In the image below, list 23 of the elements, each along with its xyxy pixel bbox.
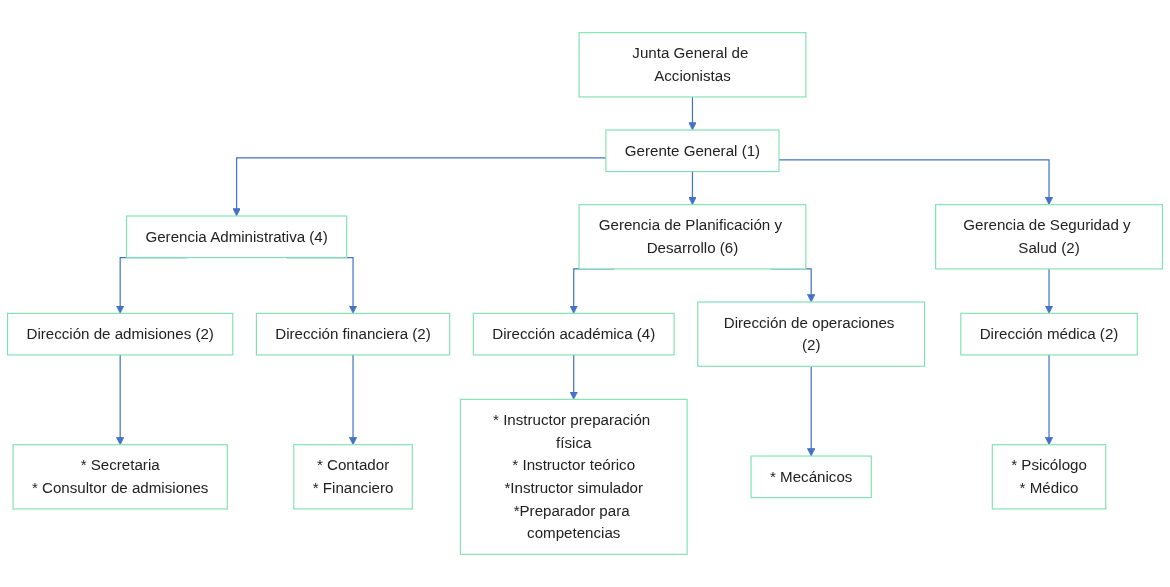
node-box: Gerente General (1) [605,129,780,173]
arrow [688,170,697,206]
node-box: * Instructor preparación física * Instructor teórico *Instructor simulador *Preparador para competencias [459,398,688,555]
node-box: * Secretaria * Consultor de admisiones [12,444,228,510]
node-box: Gerencia de Seguridad y Salud (2) [935,204,1163,270]
node-box: Dirección académica (4) [472,312,675,356]
arrow [688,96,697,131]
arrow [569,354,578,400]
node-box: Dirección de admisiones (2) [7,312,234,356]
arrow [1044,354,1054,446]
arrow [348,354,358,446]
arrow [1044,268,1054,314]
node-box: Dirección de operaciones (2) [697,301,926,367]
node-box: Gerencia de Planificación y Desarrollo (6) [578,204,807,270]
arrow [116,354,125,446]
node-box: Dirección financiera (2) [255,312,451,356]
node-box: * Contador * Financiero [293,444,413,510]
arrow [807,365,816,457]
node-box: Dirección médica (2) [960,312,1138,356]
node-box: * Psicólogo * Médico [991,444,1107,510]
node-box: Gerencia Administrativa (4) [125,215,348,259]
node-box: * Mecánicos [750,455,872,499]
node-box: Junta General de Accionistas [578,32,807,98]
